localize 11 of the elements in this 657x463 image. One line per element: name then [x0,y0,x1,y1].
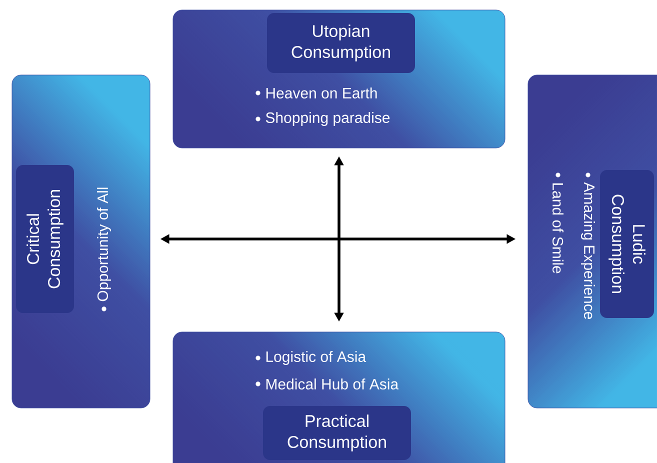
heading-tab: Utopian Consumption [267,13,415,73]
heading-tab: Practical Consumption [263,406,411,460]
heading-tab: Critical Consumption [16,165,74,313]
bullet-item: Shopping paradise [256,112,390,126]
bullet-item: Land of Smile [552,172,564,274]
bullet-item: Medical Hub of Asia [256,378,399,390]
bullet-item: Opportunity of All [97,188,111,312]
bullet-item: Logistic of Asia [256,351,366,365]
bullet-item: Amazing Experience [581,172,595,320]
heading-tab: Ludic Consumption [600,170,654,318]
bullet-item: Heaven on Earth [256,87,377,98]
